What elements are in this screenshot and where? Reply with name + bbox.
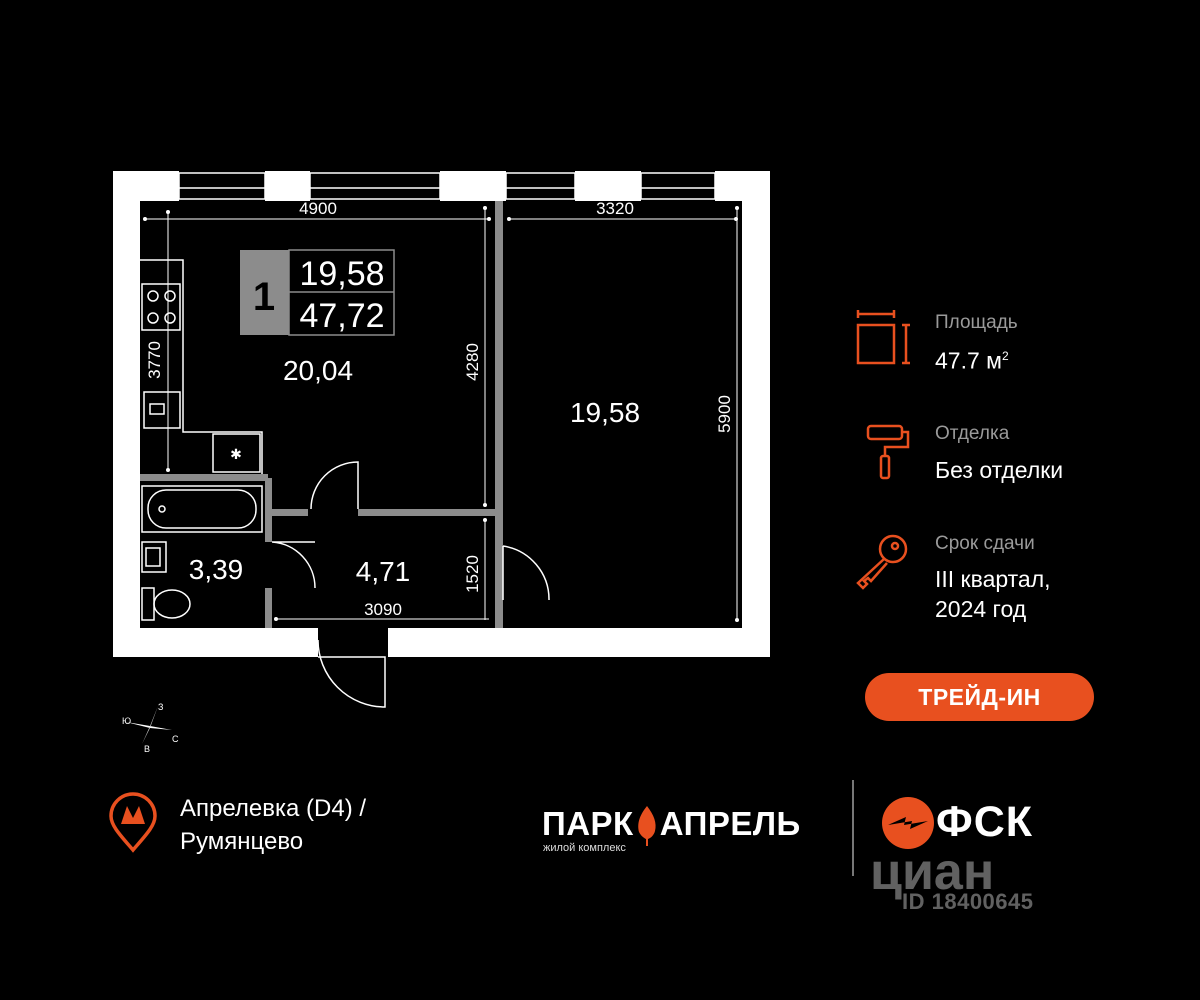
finish-label: Отделка: [935, 423, 1010, 444]
deadline-line2: 2024 год: [935, 596, 1027, 622]
kitchen-furniture: [140, 259, 263, 474]
park-subtitle: жилой комплекс: [543, 842, 626, 854]
cian-watermark-id: ID 18400645: [902, 889, 1034, 914]
compass-w: Ю: [122, 716, 131, 726]
metro-stations: Апрелевка (D4) / Румянцево: [180, 792, 366, 858]
deadline-line1: III квартал,: [935, 566, 1051, 592]
rooms-count: 1: [253, 275, 275, 319]
compass-n: З: [158, 702, 163, 712]
entrance-mark: [429, 637, 438, 646]
dim-hall-depth: 1520: [463, 555, 482, 593]
bedroom-area: 19,58: [570, 397, 640, 428]
living-area: 19,58: [299, 255, 384, 293]
metro-icon: [109, 792, 157, 853]
park-logo-left: ПАРК: [542, 805, 634, 842]
park-logo: ПАРК АПРЕЛЬ: [542, 805, 801, 847]
dim-room-width: 3320: [596, 199, 634, 218]
bathroom-fixtures: [141, 485, 263, 621]
outer-walls: [113, 171, 770, 657]
area-icon: [856, 310, 910, 365]
total-area: 47,72: [299, 297, 384, 335]
fsk-logo-icon: [882, 797, 934, 849]
dim-kitchen-depth: 4280: [463, 343, 482, 381]
dim-kitchen-left: 3770: [145, 341, 164, 379]
area-label: Площадь: [935, 312, 1018, 333]
trade-in-button[interactable]: ТРЕЙД-ИН: [865, 673, 1094, 721]
dimension-ticks: [143, 206, 739, 622]
bathroom-area: 3,39: [189, 554, 244, 585]
dim-kitchen-width: 4900: [299, 199, 337, 218]
logo-divider: [852, 780, 854, 876]
kitchen-area: 20,04: [283, 355, 353, 386]
dim-hall-width: 3090: [364, 600, 402, 619]
finish-value: Без отделки: [935, 457, 1064, 483]
metro-line2: Румянцево: [180, 828, 304, 855]
compass-icon: З Ю В С: [122, 702, 179, 754]
room-legend: 1 19,58 47,72: [240, 249, 395, 336]
cian-watermark: циан: [870, 843, 995, 901]
compass-e: С: [172, 734, 179, 744]
partitions: [140, 201, 503, 628]
metro-line1: Апрелевка (D4) /: [180, 795, 367, 822]
dim-room-depth: 5900: [715, 395, 734, 433]
deadline-label: Срок сдачи: [935, 533, 1035, 554]
compass-s: В: [144, 744, 150, 754]
hall-area: 4,71: [356, 556, 411, 587]
area-unit-sup: 2: [1001, 349, 1009, 363]
area-value: 47.7 м2: [935, 341, 1009, 376]
floor-plan: ✱ 4900 3320 3770 4280 5900 1520 3090: [113, 171, 770, 708]
paint-roller-icon: [866, 424, 910, 480]
fridge-icon: ✱: [230, 447, 242, 463]
dimension-lines: [145, 208, 738, 620]
wall-ticks: [124, 382, 760, 587]
area-number: 47.7 м: [935, 347, 1002, 374]
park-logo-right: АПРЕЛЬ: [659, 805, 801, 842]
fsk-logo-text: ФСК: [936, 798, 1033, 846]
leaf-icon: [637, 806, 656, 847]
windows: [178, 172, 716, 200]
doors: [271, 461, 550, 708]
key-icon: [856, 534, 908, 590]
